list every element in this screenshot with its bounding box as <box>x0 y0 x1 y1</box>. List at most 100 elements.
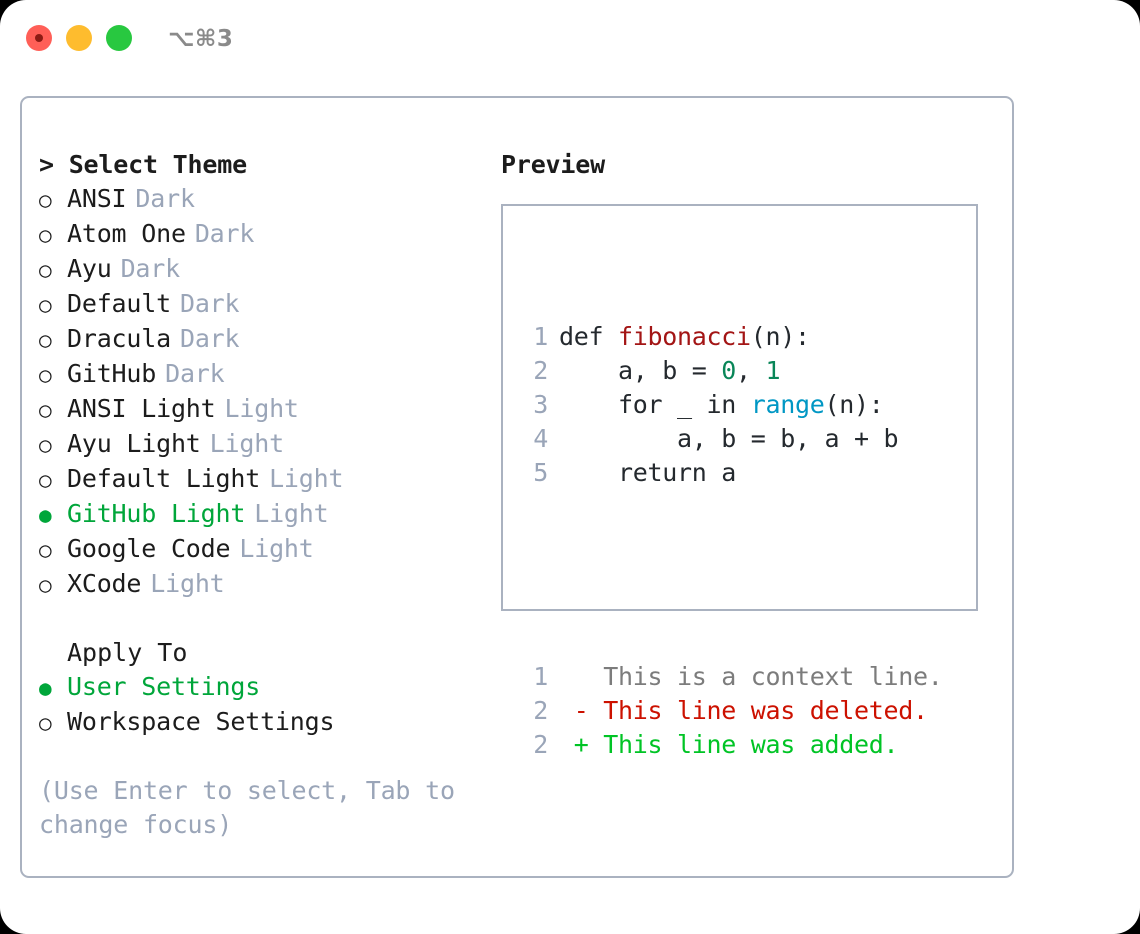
theme-option-label: ANSI <box>67 184 127 213</box>
theme-option-label: GitHub Light <box>67 499 246 528</box>
apply-to-list[interactable]: ● User Settings ○ Workspace Settings <box>39 670 489 740</box>
diff-line-number: 2 <box>533 696 548 725</box>
code-token: return a <box>559 458 737 487</box>
code-line-number: 5 <box>533 458 548 487</box>
preview-heading: Preview <box>501 150 605 179</box>
radio-unselected-icon: ○ <box>39 538 52 562</box>
maximize-window-button[interactable] <box>106 25 132 51</box>
radio-unselected-icon: ○ <box>39 258 52 282</box>
code-line-number: 4 <box>533 424 548 453</box>
code-line-number: 2 <box>533 356 548 385</box>
radio-unselected-icon: ○ <box>39 328 52 352</box>
theme-option-1[interactable]: ○ Atom One Dark <box>39 217 489 252</box>
radio-unselected-icon: ○ <box>39 188 52 212</box>
radio-unselected-icon: ○ <box>39 573 52 597</box>
diff-line-content: This is a context line. <box>559 662 943 691</box>
apply-to-option-label: User Settings <box>67 672 261 701</box>
list-spacer <box>39 602 489 636</box>
diff-line-content: + This line was added. <box>559 730 899 759</box>
theme-option-kind: Dark <box>179 324 240 353</box>
radio-unselected-icon: ○ <box>39 711 52 735</box>
code-line-3: 3 for _ in range(n): <box>518 388 943 422</box>
theme-option-label: Default Light <box>67 464 261 493</box>
keyboard-hint-text: (Use Enter to select, Tab to change focu… <box>39 776 470 839</box>
radio-selected-icon: ● <box>39 503 52 527</box>
traffic-lights <box>26 25 132 51</box>
diff-line-number: 1 <box>533 662 548 691</box>
radio-selected-icon: ● <box>39 676 52 700</box>
theme-option-11[interactable]: ○ XCode Light <box>39 567 489 602</box>
code-line-content: return a <box>559 456 736 490</box>
diff-line-2: 2 + This line was added. <box>518 728 943 762</box>
code-line-2: 2 a, b = 0, 1 <box>518 354 943 388</box>
theme-option-kind: Light <box>150 569 225 598</box>
theme-option-label: GitHub <box>67 359 157 388</box>
radio-unselected-icon: ○ <box>39 433 52 457</box>
title-bar: ⌥⌘3 <box>0 0 1140 76</box>
theme-option-label: Atom One <box>67 219 186 248</box>
theme-option-kind: Dark <box>120 254 181 283</box>
code-line-4: 4 a, b = b, a + b <box>518 422 943 456</box>
apply-to-option-0[interactable]: ● User Settings <box>39 670 489 705</box>
code-line-1: 1 def fibonacci(n): <box>518 320 943 354</box>
theme-option-kind: Light <box>269 464 344 493</box>
radio-unselected-icon: ○ <box>39 363 52 387</box>
code-line-number: 3 <box>533 390 548 419</box>
theme-option-label: XCode <box>67 569 142 598</box>
apply-to-option-1[interactable]: ○ Workspace Settings <box>39 705 489 740</box>
code-token: for _ in <box>559 390 751 419</box>
theme-option-kind: Dark <box>179 289 240 318</box>
theme-option-label: ANSI Light <box>67 394 216 423</box>
code-token: (n): <box>750 322 810 351</box>
apply-to-heading: Apply To <box>67 638 188 667</box>
code-token: a, b = <box>559 356 722 385</box>
code-line-5: 5 return a <box>518 456 943 490</box>
theme-option-2[interactable]: ○ Ayu Dark <box>39 252 489 287</box>
theme-option-0[interactable]: ○ ANSI Dark <box>39 182 489 217</box>
code-token: 0 <box>721 356 737 385</box>
diff-line-number: 2 <box>533 730 548 759</box>
apply-to-option-label: Workspace Settings <box>67 707 335 736</box>
theme-option-kind: Light <box>239 534 314 563</box>
radio-unselected-icon: ○ <box>39 223 52 247</box>
hint-spacer <box>39 740 489 774</box>
theme-option-10[interactable]: ○ Google Code Light <box>39 532 489 567</box>
code-token: def <box>559 322 619 351</box>
code-token: fibonacci <box>618 322 751 351</box>
keyboard-shortcut-label: ⌥⌘3 <box>168 26 234 52</box>
theme-option-label: Dracula <box>67 324 171 353</box>
theme-option-label: Ayu Light <box>67 429 201 458</box>
theme-option-label: Google Code <box>67 534 231 563</box>
code-token: (n): <box>824 390 884 419</box>
code-line-content: def fibonacci(n): <box>559 320 810 354</box>
diff-line-0: 1 This is a context line. <box>518 660 943 694</box>
theme-option-kind: Dark <box>194 219 255 248</box>
theme-option-5[interactable]: ○ GitHub Dark <box>39 357 489 392</box>
code-diff-gap <box>518 558 943 592</box>
code-token: , <box>736 356 766 385</box>
code-token: 1 <box>765 356 781 385</box>
close-window-button[interactable] <box>26 25 52 51</box>
theme-option-kind: Dark <box>165 359 225 388</box>
theme-option-4[interactable]: ○ Dracula Dark <box>39 322 489 357</box>
theme-option-kind: Dark <box>135 184 195 213</box>
theme-option-9[interactable]: ● GitHub Light Light <box>39 497 489 532</box>
diff-line-content: - This line was deleted. <box>559 696 928 725</box>
minimize-window-button[interactable] <box>66 25 92 51</box>
diff-sample: 1 This is a context line.2 - This line w… <box>518 660 943 762</box>
code-line-number: 1 <box>533 322 548 351</box>
theme-option-label: Ayu <box>67 254 112 283</box>
theme-option-kind: Light <box>254 499 329 528</box>
